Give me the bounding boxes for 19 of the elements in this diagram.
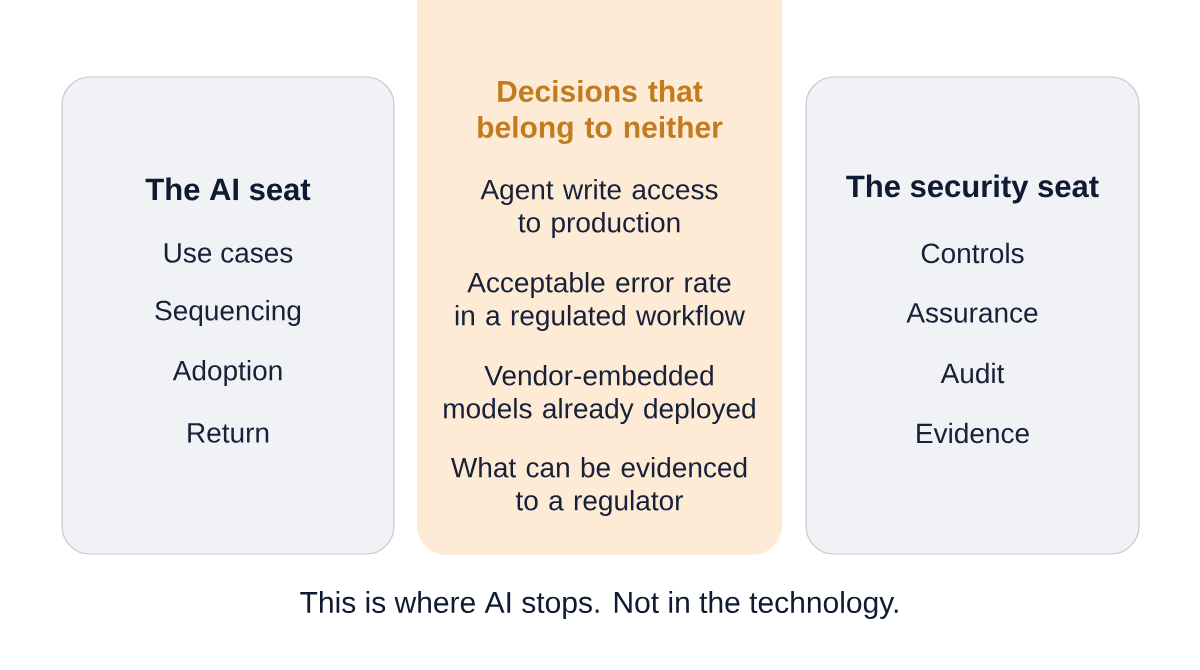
card-heading: The AI seat [145, 177, 311, 201]
list-item: Sequencing [155, 299, 301, 327]
caption: This is where AI stops. Not in the technology. [300, 591, 898, 619]
seat-card [61, 76, 395, 555]
list-item: Audit [940, 362, 1005, 384]
card-heading: Decisions that belong to neither [478, 79, 723, 145]
list-item: Evidence [917, 422, 1029, 444]
seat-card [805, 76, 1140, 555]
list-item: Adoption [172, 359, 282, 387]
list-item: What can be evidenced to a regulator [451, 456, 747, 517]
card-heading: The security seat [846, 174, 1099, 204]
list-item: Assurance [906, 303, 1038, 323]
list-item: Acceptable error rate in a regulated workflow [455, 271, 745, 332]
list-item: Controls [921, 242, 1024, 264]
list-item: Use cases [164, 243, 293, 263]
list-item: Return [188, 423, 269, 443]
decision-panel [417, 0, 782, 555]
list-item: Vendor-embedded models already deployed [444, 364, 755, 425]
list-item: Agent write access to production [480, 178, 718, 239]
